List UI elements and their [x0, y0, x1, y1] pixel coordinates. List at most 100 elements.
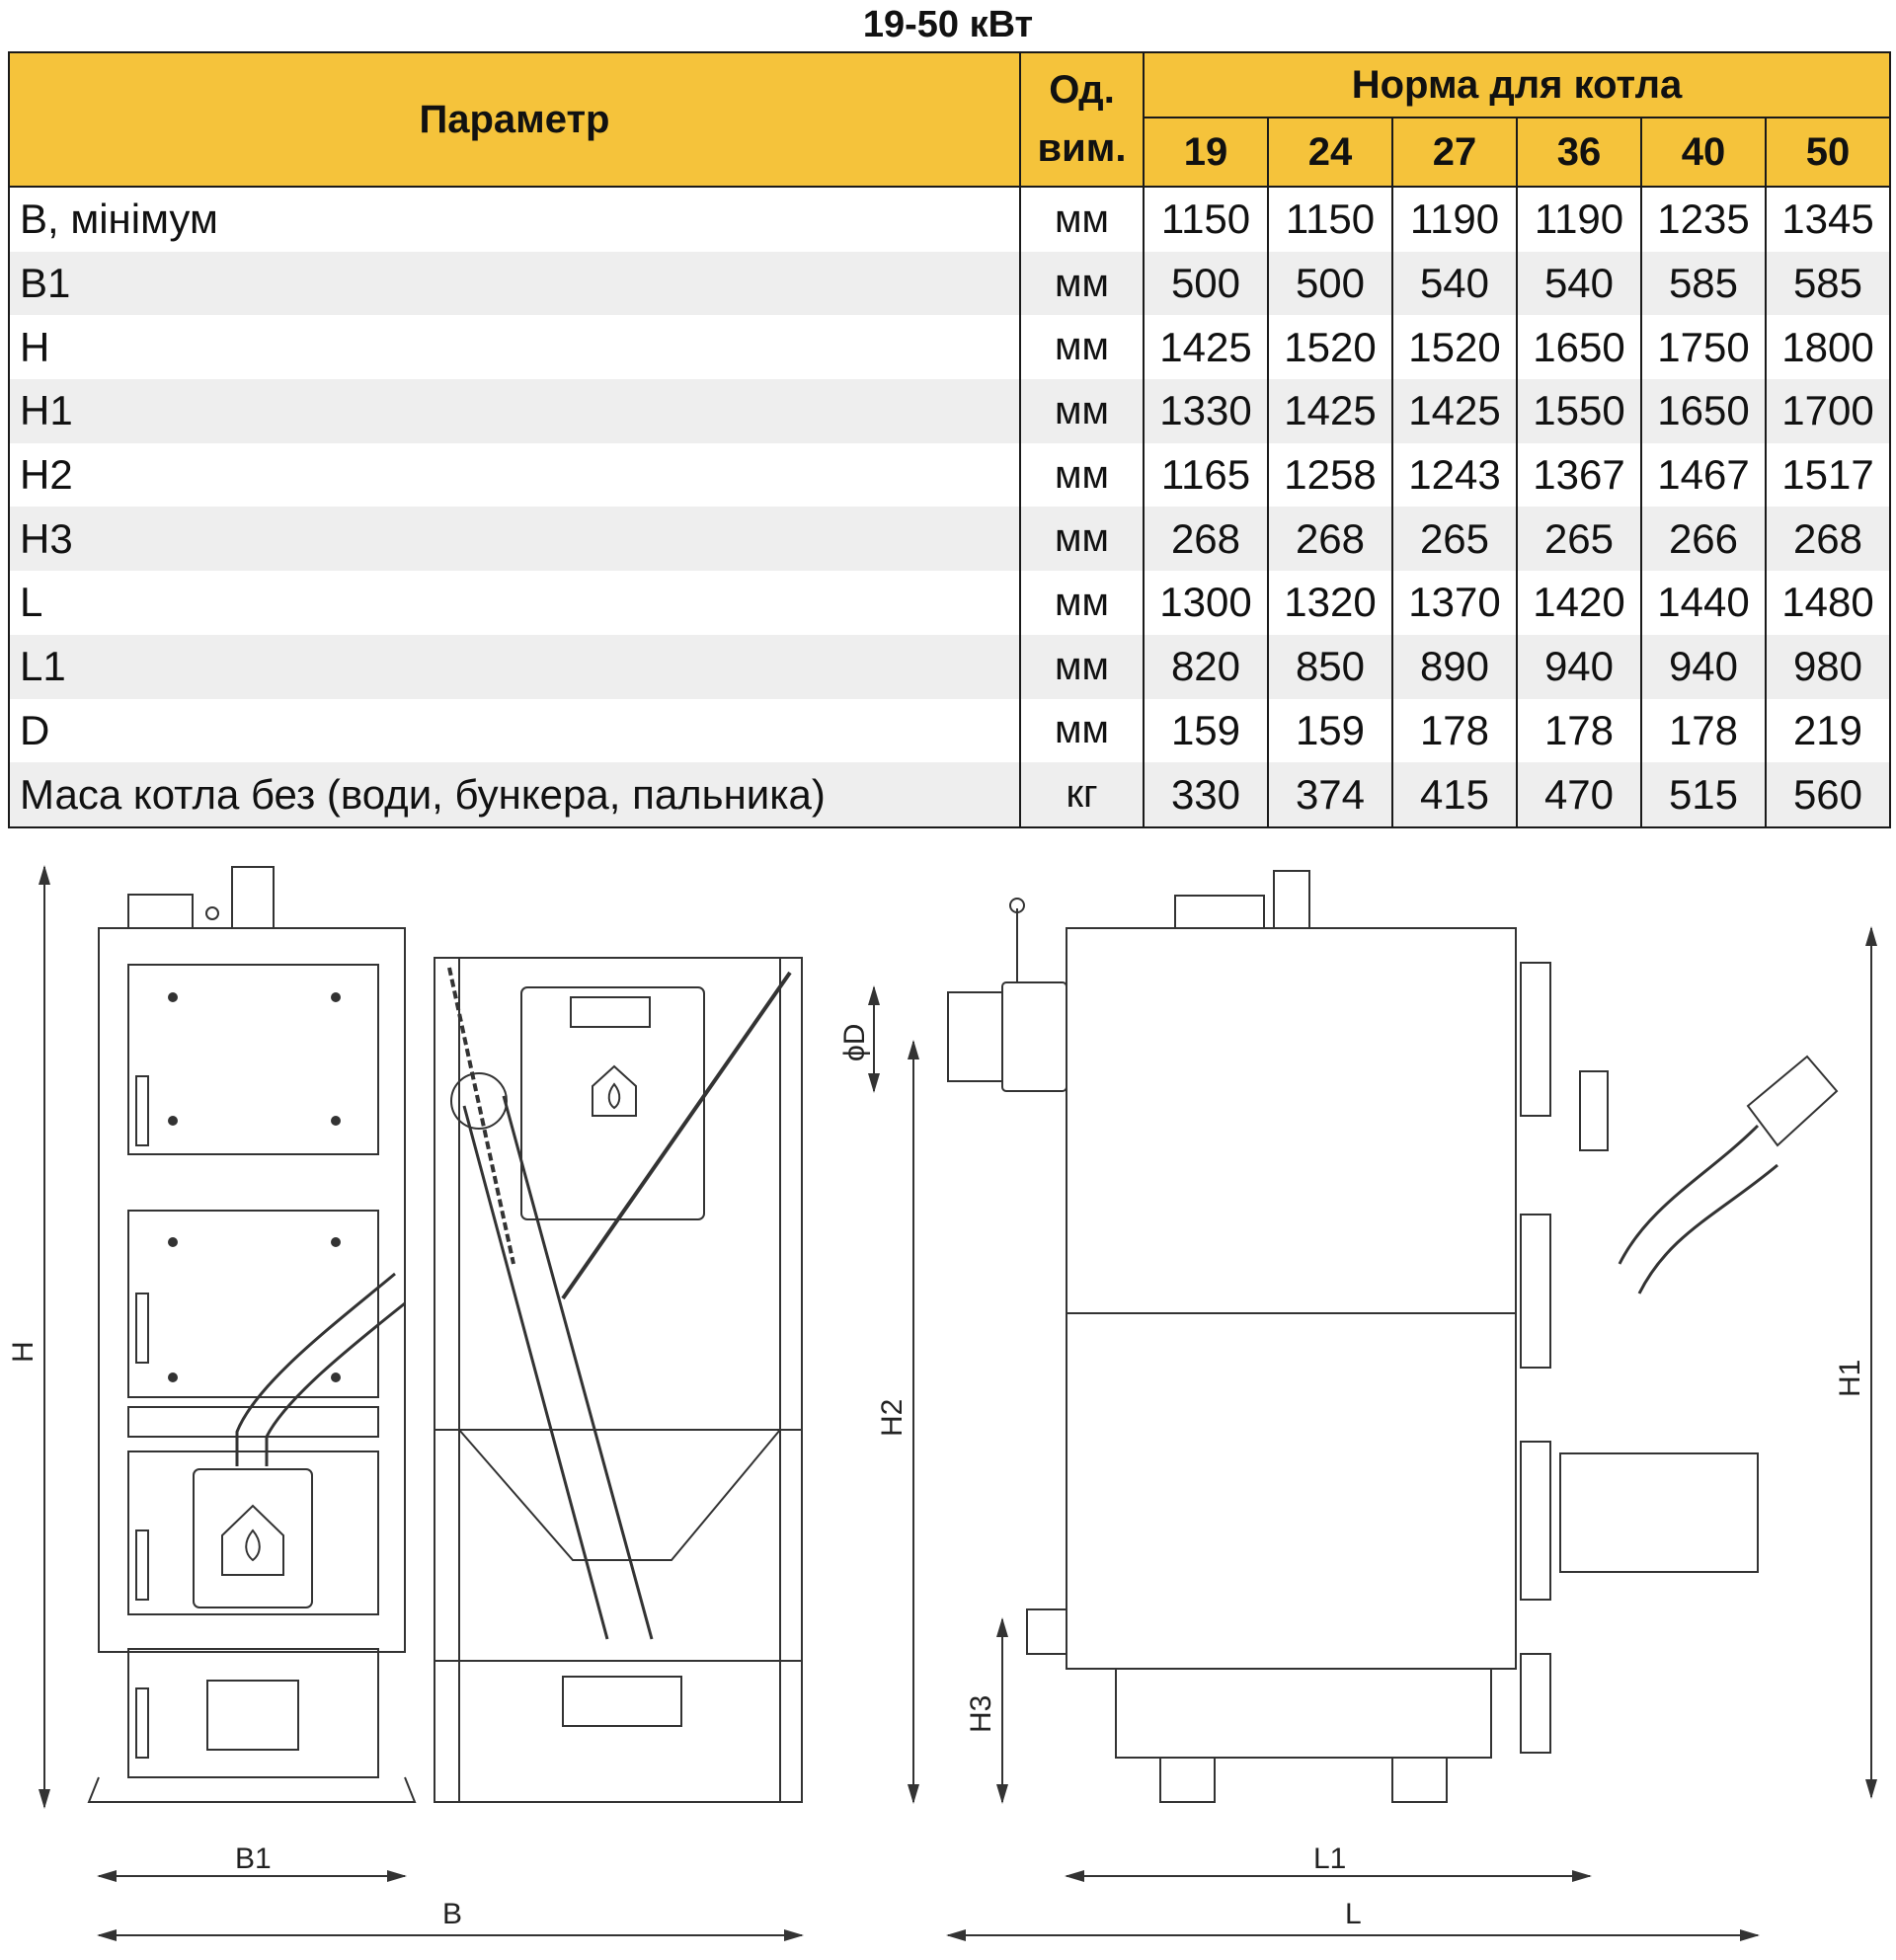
row-value: 159 — [1267, 698, 1393, 763]
row-param: D — [8, 698, 1021, 763]
row-param: B, мінімум — [8, 187, 1021, 252]
row-value: 1320 — [1267, 571, 1393, 635]
row-value: 1480 — [1765, 571, 1891, 635]
row-unit: мм — [1019, 634, 1145, 699]
row-unit: мм — [1019, 187, 1145, 252]
dim-label-b1: B1 — [235, 1842, 272, 1875]
row-value: 1750 — [1640, 315, 1767, 380]
dim-label-h3: H3 — [965, 1695, 997, 1733]
dim-label-h2: H2 — [876, 1399, 908, 1437]
row-param: B1 — [8, 251, 1021, 316]
row-value: 1425 — [1267, 379, 1393, 443]
row-value: 1700 — [1765, 379, 1891, 443]
header-model: 36 — [1516, 117, 1642, 188]
row-param: H — [8, 315, 1021, 380]
row-value: 1520 — [1267, 315, 1393, 380]
row-value: 1190 — [1516, 187, 1642, 252]
dim-label-l1: L1 — [1313, 1842, 1346, 1875]
row-value: 1330 — [1143, 379, 1269, 443]
table-row: Маса котла без (води, бункера, пальника)… — [8, 762, 1891, 828]
row-value: 1243 — [1391, 442, 1518, 508]
row-value: 1440 — [1640, 571, 1767, 635]
row-value: 540 — [1516, 251, 1642, 316]
row-param: L — [8, 571, 1021, 635]
row-value: 1520 — [1391, 315, 1518, 380]
row-value: 940 — [1516, 634, 1642, 699]
row-value: 1800 — [1765, 315, 1891, 380]
row-value: 585 — [1765, 251, 1891, 316]
row-value: 1370 — [1391, 571, 1518, 635]
boiler-drawings: H B1 B ϕD H2 H3 H1 L1 L — [7, 865, 1877, 1941]
row-value: 1150 — [1143, 187, 1269, 252]
header-unit: Од. вим. — [1019, 51, 1145, 188]
header-unit-line1: Од. — [1049, 68, 1115, 112]
front-view-boiler — [87, 866, 417, 1803]
page-title: 19-50 кВт — [862, 4, 1034, 45]
row-value: 1467 — [1640, 442, 1767, 508]
row-value: 330 — [1143, 762, 1269, 828]
row-value: 1300 — [1143, 571, 1269, 635]
header-norm: Норма для котла — [1143, 51, 1891, 118]
row-value: 1425 — [1391, 379, 1518, 443]
row-value: 1650 — [1516, 315, 1642, 380]
header-unit-line2: вим. — [1037, 126, 1127, 170]
row-value: 560 — [1765, 762, 1891, 828]
row-value: 470 — [1516, 762, 1642, 828]
dim-label-d: ϕD — [838, 1024, 871, 1061]
row-value: 1367 — [1516, 442, 1642, 508]
row-value: 1190 — [1391, 187, 1518, 252]
row-value: 268 — [1765, 507, 1891, 572]
row-value: 850 — [1267, 634, 1393, 699]
dim-label-h: H — [7, 1341, 40, 1363]
row-param: Маса котла без (води, бункера, пальника) — [8, 762, 1021, 828]
row-value: 890 — [1391, 634, 1518, 699]
row-value: 178 — [1640, 698, 1767, 763]
row-unit: мм — [1019, 315, 1145, 380]
header-model: 24 — [1267, 117, 1393, 188]
row-value: 265 — [1516, 507, 1642, 572]
row-value: 1550 — [1516, 379, 1642, 443]
row-value: 159 — [1143, 698, 1269, 763]
row-unit: мм — [1019, 698, 1145, 763]
row-value: 500 — [1267, 251, 1393, 316]
header-model: 40 — [1640, 117, 1767, 188]
row-value: 585 — [1640, 251, 1767, 316]
row-value: 415 — [1391, 762, 1518, 828]
row-unit: кг — [1019, 762, 1145, 828]
row-unit: мм — [1019, 507, 1145, 572]
row-value: 515 — [1640, 762, 1767, 828]
row-value: 1517 — [1765, 442, 1891, 508]
row-value: 500 — [1143, 251, 1269, 316]
row-value: 265 — [1391, 507, 1518, 572]
row-value: 268 — [1143, 507, 1269, 572]
row-value: 1235 — [1640, 187, 1767, 252]
dim-label-l: L — [1345, 1898, 1362, 1930]
row-value: 219 — [1765, 698, 1891, 763]
row-value: 540 — [1391, 251, 1518, 316]
row-value: 940 — [1640, 634, 1767, 699]
row-param: H1 — [8, 379, 1021, 443]
row-value: 266 — [1640, 507, 1767, 572]
row-unit: мм — [1019, 379, 1145, 443]
row-value: 1345 — [1765, 187, 1891, 252]
dim-label-h1: H1 — [1834, 1360, 1866, 1397]
row-param: L1 — [8, 634, 1021, 699]
row-unit: мм — [1019, 442, 1145, 508]
dim-label-b: B — [442, 1898, 462, 1930]
row-value: 178 — [1391, 698, 1518, 763]
dimensions-side — [868, 926, 1877, 1941]
row-param: H3 — [8, 507, 1021, 572]
hopper-view — [434, 957, 803, 1803]
header-model: 27 — [1391, 117, 1518, 188]
side-view-boiler — [947, 870, 1839, 1803]
header-model: 19 — [1143, 117, 1269, 188]
row-unit: мм — [1019, 571, 1145, 635]
